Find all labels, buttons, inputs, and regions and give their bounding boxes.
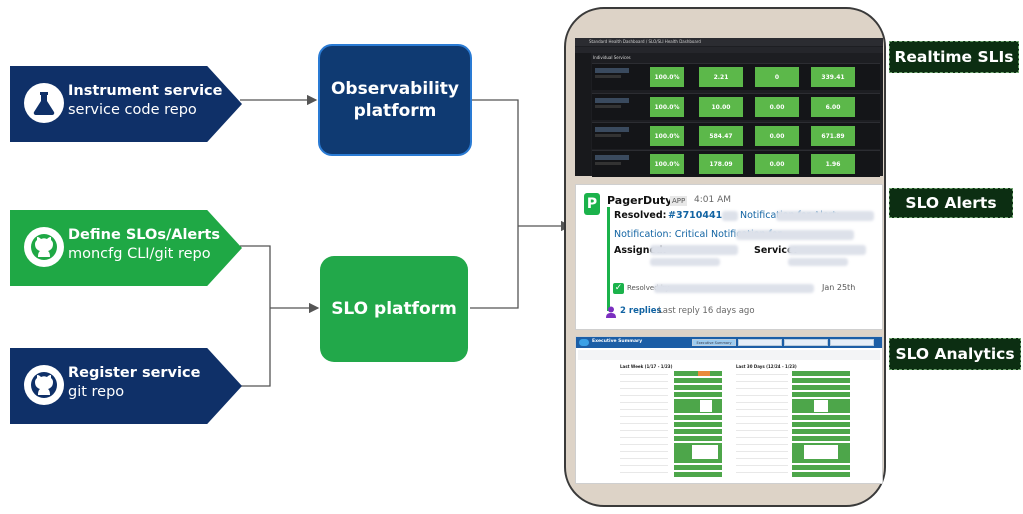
- dashboard-row: 100.0% 178.09 0.00 1.96: [592, 150, 880, 177]
- service-label: Service:: [754, 245, 798, 256]
- metric-cell: 0: [755, 67, 799, 87]
- filter-bar: [578, 350, 880, 360]
- input-register-service: Register service git repo: [10, 348, 242, 424]
- resolved-label: Resolved:: [614, 210, 667, 221]
- redacted-text: [654, 284, 814, 293]
- metric-cell: 0.00: [755, 126, 799, 146]
- dashboard-toolbar: [575, 47, 883, 53]
- user-avatar-icon: [606, 306, 616, 318]
- incident-link[interactable]: #3710441: [668, 210, 723, 221]
- tag-realtime-slis: Realtime SLIs: [889, 41, 1019, 73]
- service-desc: [595, 105, 621, 108]
- row-labels-right: [736, 371, 788, 479]
- tab-3[interactable]: [784, 339, 828, 346]
- redacted-text: [788, 245, 866, 255]
- metric-cell: 178.09: [699, 154, 743, 174]
- resolved-by-label: Resolved by: [627, 284, 670, 292]
- service-name: [595, 127, 629, 132]
- flask-icon: [24, 83, 64, 123]
- input-subtitle: git repo: [68, 384, 125, 400]
- pagerduty-logo-icon: P: [584, 193, 600, 215]
- line-register-up: [240, 308, 271, 387]
- input-subtitle: moncfg CLI/git repo: [68, 246, 211, 262]
- dashboard-header: Standard Health Dashboard / SLO/SLI Heal…: [575, 38, 883, 46]
- metric-cell: 100.0%: [650, 126, 684, 146]
- github-icon: [24, 227, 64, 267]
- alert-sender: PagerDuty: [607, 194, 673, 207]
- line-observability-out: [470, 99, 519, 226]
- redacted-text: [722, 211, 738, 221]
- slo-alert-panel: P PagerDuty APP 4:01 AM Resolved: #37104…: [575, 184, 883, 330]
- metric-cell: 2.21: [699, 67, 743, 87]
- service-name: [595, 98, 629, 103]
- tag-slo-alerts: SLO Alerts: [889, 188, 1013, 218]
- input-define-slos: Define SLOs/Alerts moncfg CLI/git repo: [10, 210, 242, 286]
- metric-cell: 10.00: [699, 97, 743, 117]
- salesforce-logo-icon: [579, 339, 589, 346]
- dashboard-sidebar: [575, 53, 591, 176]
- redacted-text: [776, 211, 874, 221]
- slo-platform-box: SLO platform: [320, 256, 468, 362]
- exec-title: Executive Summary: [592, 339, 643, 344]
- redacted-text: [736, 230, 854, 240]
- line-define-slo-split: [240, 245, 271, 308]
- notification-link[interactable]: Notification: Critical Notification for: [614, 229, 782, 240]
- metric-cell: 0.00: [755, 154, 799, 174]
- last-reply-text: Last reply 16 days ago: [658, 306, 755, 316]
- dashboard-section-label: Individual Services: [593, 55, 631, 60]
- dashboard-row: 100.0% 10.00 0.00 6.00: [592, 93, 880, 120]
- tag-slo-analytics: SLO Analytics: [889, 338, 1021, 370]
- observability-label-line2: platform: [353, 101, 437, 121]
- tab-4[interactable]: [830, 339, 874, 346]
- assigned-label: Assigned:: [614, 245, 667, 256]
- input-title: Instrument service: [68, 83, 223, 99]
- metric-cell: 0.00: [755, 97, 799, 117]
- replies-link[interactable]: 2 replies: [620, 306, 662, 316]
- metric-cell: 100.0%: [650, 97, 684, 117]
- observability-label-line1: Observability: [330, 79, 460, 99]
- left-table-header: Last Week (1/17 - 1/23): [620, 364, 673, 369]
- service-name: [595, 68, 629, 73]
- metric-cell: 6.00: [811, 97, 855, 117]
- dashboard-title: Standard Health Dashboard / SLO/SLI Heal…: [589, 39, 701, 44]
- slo-analytics-panel: Executive Summary Executive Summary Last…: [575, 336, 883, 484]
- exec-header: Executive Summary Executive Summary: [576, 337, 882, 348]
- row-labels-left: [620, 371, 668, 479]
- line-slo-out: [470, 226, 519, 309]
- resolved-date: Jan 25th: [822, 283, 856, 292]
- dashboard-row: 100.0% 2.21 0 339.41: [592, 63, 880, 90]
- input-title: Register service: [68, 365, 201, 381]
- service-desc: [595, 134, 621, 137]
- service-desc: [595, 75, 621, 78]
- dashboard-row: 100.0% 584.47 0.00 671.89: [592, 122, 880, 149]
- metric-cell: 100.0%: [650, 67, 684, 87]
- slo-platform-label: SLO platform: [331, 299, 457, 319]
- alert-time: 4:01 AM: [694, 195, 731, 205]
- input-subtitle: service code repo: [68, 102, 197, 118]
- right-table-header: Last 30 Days (12/24 - 1/23): [736, 364, 797, 369]
- metric-cell: 1.96: [811, 154, 855, 174]
- service-desc: [595, 162, 621, 165]
- alert-accent-bar: [607, 207, 610, 311]
- metric-cell: 339.41: [811, 67, 855, 87]
- github-icon: [24, 365, 64, 405]
- tab-executive-summary[interactable]: Executive Summary: [692, 339, 736, 346]
- redacted-text: [650, 245, 738, 255]
- input-title: Define SLOs/Alerts: [68, 227, 220, 243]
- tab-2[interactable]: [738, 339, 782, 346]
- app-badge: APP: [670, 196, 688, 206]
- realtime-dashboard-panel: Standard Health Dashboard / SLO/SLI Heal…: [575, 38, 883, 177]
- metric-cell: 100.0%: [650, 154, 684, 174]
- redacted-text: [788, 258, 848, 266]
- input-instrument-service: Instrument service service code repo: [10, 66, 242, 142]
- check-icon: ✓: [613, 283, 624, 294]
- redacted-text: [650, 258, 720, 266]
- service-name: [595, 155, 629, 160]
- metric-cell: 671.89: [811, 126, 855, 146]
- metric-cell: 584.47: [699, 126, 743, 146]
